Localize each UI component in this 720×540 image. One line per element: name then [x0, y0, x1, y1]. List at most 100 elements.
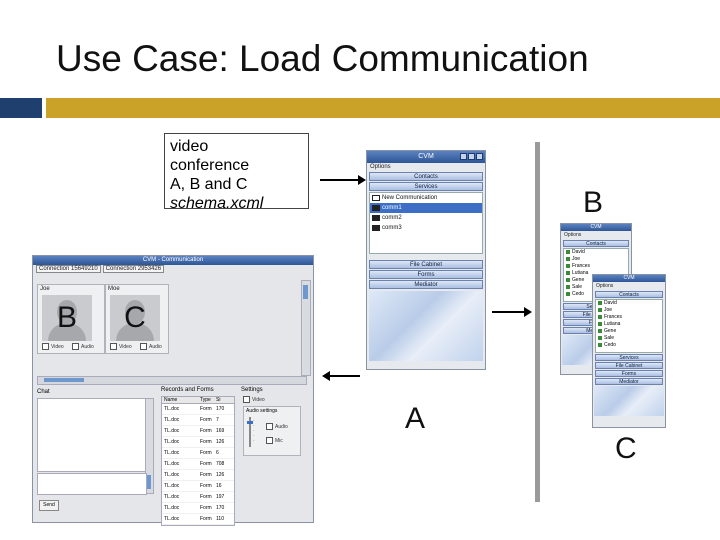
contact-icon	[566, 250, 570, 254]
contact-item[interactable]: David	[596, 300, 662, 307]
send-button[interactable]: Send	[39, 500, 59, 511]
contact-item[interactable]: Frances	[564, 263, 628, 270]
note-line-1: video	[170, 138, 209, 155]
window-c-background	[594, 386, 664, 416]
contact-item[interactable]: Lutiana	[596, 321, 662, 328]
note-line-4: schema.xcml	[170, 195, 264, 212]
slider-ticks: -----	[253, 417, 255, 442]
forms-button[interactable]: Forms	[369, 270, 483, 279]
contact-icon	[598, 315, 602, 319]
contact-item[interactable]: Sale	[596, 335, 662, 342]
monitor-icon	[372, 195, 380, 201]
accent-bar-gold	[46, 98, 720, 118]
contact-icon	[598, 329, 602, 333]
window-c-forms-button[interactable]: Forms	[595, 370, 663, 377]
contact-item[interactable]: David	[564, 249, 628, 256]
cvm-window-c: CVM Options Contacts David Joe Frances L…	[592, 274, 666, 428]
mic-checkbox[interactable]: Mic	[266, 437, 283, 444]
main-window-menu-options[interactable]: Options	[370, 164, 391, 170]
avatar: C	[110, 295, 160, 341]
audio-checkbox[interactable]: Audio	[140, 343, 162, 350]
contact-icon	[598, 308, 602, 312]
records-and-forms-label: Records and Forms	[161, 387, 214, 393]
window-b-contacts-header[interactable]: Contacts	[563, 240, 629, 247]
video-checkbox[interactable]: Video	[42, 343, 64, 350]
contact-item[interactable]: Joe	[564, 256, 628, 263]
contact-item[interactable]: Joe	[596, 307, 662, 314]
chat-scrollbar[interactable]	[145, 398, 154, 494]
contact-icon	[566, 292, 570, 296]
services-button[interactable]: Services	[369, 182, 483, 191]
main-window-titlebar: CVM	[367, 151, 485, 163]
window-b-menu[interactable]: Options	[564, 232, 582, 238]
column-header-size[interactable]: Si	[216, 397, 221, 403]
list-item-comm3[interactable]: comm3	[370, 223, 482, 233]
window-c-mediator-button[interactable]: Mediator	[595, 378, 663, 385]
window-c-contacts-header[interactable]: Contacts	[595, 291, 663, 298]
column-header-name[interactable]: Name	[164, 397, 178, 403]
settings-label: Settings	[241, 387, 263, 393]
contact-icon	[566, 285, 570, 289]
contact-item[interactable]: Gene	[564, 277, 628, 284]
main-cvm-window: CVM Options Contacts Services New Commun…	[366, 150, 486, 370]
horizontal-scrollbar[interactable]	[37, 376, 307, 385]
participant-panel-b: Joe B Video Audio	[37, 284, 105, 354]
audio-checkbox[interactable]: Audio	[266, 423, 288, 430]
participant-label: Joe	[40, 286, 50, 292]
maximize-icon[interactable]	[468, 153, 475, 160]
contact-item[interactable]: Cedo	[564, 291, 628, 298]
label-c: C	[615, 432, 637, 465]
contact-item[interactable]: Gene	[596, 328, 662, 335]
column-header-type[interactable]: Type	[200, 397, 211, 403]
tab-connection-1[interactable]: Connection 15649210	[36, 265, 101, 273]
contacts-button[interactable]: Contacts	[369, 172, 483, 181]
tab-connection-2[interactable]: Connection 2953426	[102, 265, 165, 273]
contact-item[interactable]: Sale	[564, 284, 628, 291]
window-c-menu[interactable]: Options	[596, 283, 614, 289]
contact-icon	[566, 271, 570, 275]
monitor-icon	[372, 215, 380, 221]
contact-icon	[598, 343, 602, 347]
separator-bar	[535, 142, 540, 502]
window-b-titlebar: CVM	[561, 224, 631, 231]
window-c-file-cabinet-button[interactable]: File Cabinet	[595, 362, 663, 369]
list-item-comm1[interactable]: comm1	[370, 203, 482, 213]
communication-list: New Communication comm1 comm2 comm3	[369, 192, 483, 254]
close-icon[interactable]	[476, 153, 483, 160]
video-area-scrollbar[interactable]	[301, 280, 311, 376]
chat-log[interactable]	[37, 398, 147, 472]
contact-icon	[598, 322, 602, 326]
audio-volume-slider[interactable]	[247, 417, 253, 447]
list-item-comm2[interactable]: comm2	[370, 213, 482, 223]
minimize-icon[interactable]	[460, 153, 467, 160]
contact-item[interactable]: Frances	[596, 314, 662, 321]
settings-video-checkbox[interactable]: Video	[243, 396, 265, 403]
window-c-services-button[interactable]: Services	[595, 354, 663, 361]
contact-icon	[566, 278, 570, 282]
list-item-new-communication[interactable]: New Communication	[370, 193, 482, 203]
contact-item[interactable]: Lutiana	[564, 270, 628, 277]
avatar: B	[42, 295, 92, 341]
chat-input[interactable]	[37, 473, 147, 495]
participant-label: Moe	[108, 286, 120, 292]
mediator-button[interactable]: Mediator	[369, 280, 483, 289]
arrow-to-main-window	[320, 175, 366, 185]
background-image	[369, 291, 483, 361]
contact-item[interactable]: Cedo	[596, 342, 662, 349]
file-cabinet-button[interactable]: File Cabinet	[369, 260, 483, 269]
video-checkbox[interactable]: Video	[110, 343, 132, 350]
participant-panel-c: Moe C Video Audio	[105, 284, 169, 354]
audio-checkbox[interactable]: Audio	[72, 343, 94, 350]
